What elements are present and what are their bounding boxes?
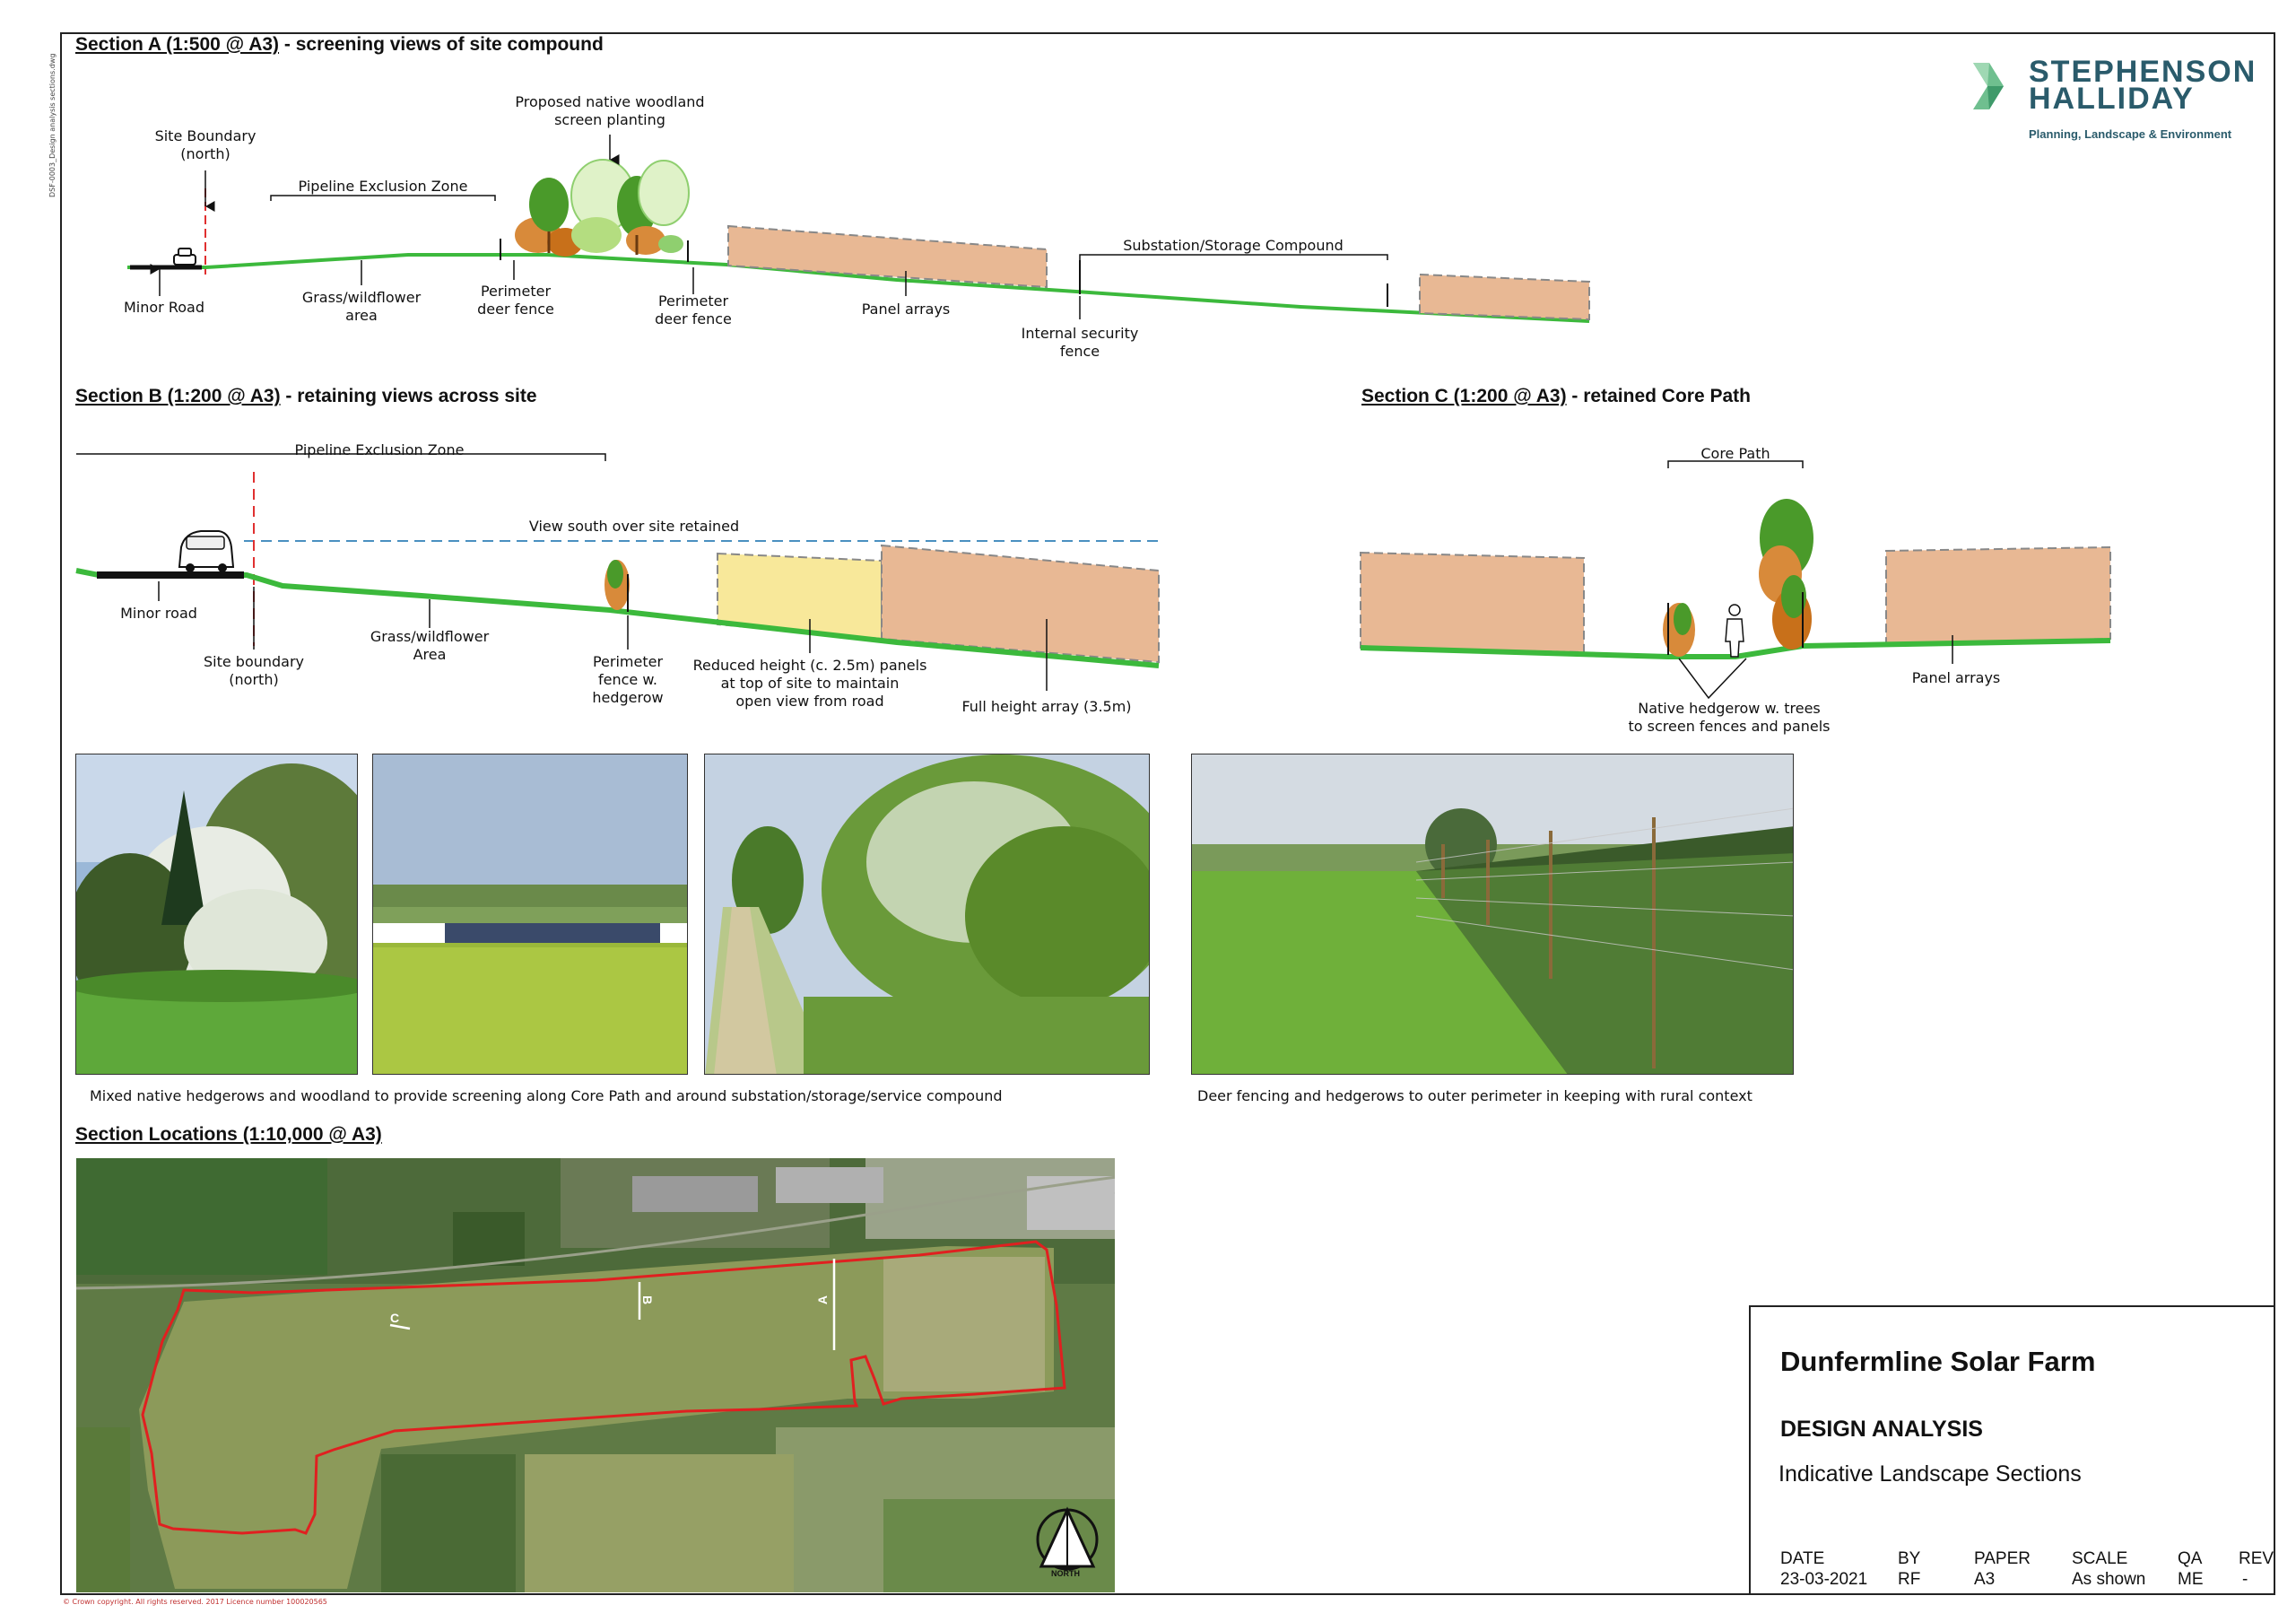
section-a-label-site-boundary: Site Boundary(north) <box>154 127 257 162</box>
section-c-panel-array-1 <box>1360 551 1585 654</box>
section-a-title-desc: - screening views of site compound <box>279 34 604 55</box>
map-section-c-line <box>389 1323 411 1330</box>
logo-tagline: Planning, Landscape & Environment <box>2029 127 2232 141</box>
tb-header-date: DATE <box>1780 1549 1825 1568</box>
section-b-title-desc: - retaining views across site <box>280 386 537 406</box>
title-block <box>1749 1305 2275 1595</box>
map-marker-a: A <box>815 1295 831 1305</box>
site-location-map: A B C NORTH <box>76 1158 1115 1592</box>
drawing-frame <box>60 32 2275 1595</box>
section-b-label-full-height: Full height array (3.5m) <box>961 698 1132 715</box>
tb-value-by: RF <box>1898 1570 1921 1589</box>
tb-header-scale: SCALE <box>2072 1549 2128 1568</box>
copyright-notice: © Crown copyright. All rights reserved. … <box>63 1598 327 1606</box>
section-c-person-icon <box>1725 604 1744 658</box>
section-b-label-minor-road: Minor road <box>120 605 197 622</box>
section-b-hedgerow <box>604 560 630 612</box>
section-a-woodland-planting <box>515 159 690 257</box>
section-b-label-site-boundary: Site boundary(north) <box>203 653 305 688</box>
photo-hedge-solar <box>372 754 688 1075</box>
north-arrow-icon <box>1036 1506 1099 1571</box>
section-a-panel-array-1 <box>727 224 1048 289</box>
site-boundary-outline <box>141 1240 1066 1535</box>
section-a-label-substation: Substation/Storage Compound <box>1123 237 1344 254</box>
tb-header-rev: REV <box>2239 1549 2274 1568</box>
photo-core-path-hedge <box>704 754 1150 1075</box>
tb-value-paper: A3 <box>1974 1570 1996 1589</box>
section-b-title-scale: Section B (1:200 @ A3) <box>75 386 281 406</box>
section-a-label-pipeline-zone: Pipeline Exclusion Zone <box>298 178 468 195</box>
section-locations-title: Section Locations (1:10,000 @ A3) <box>75 1124 382 1145</box>
section-a-label-minor-road: Minor Road <box>124 299 204 316</box>
section-c-panel-array-2 <box>1885 545 2111 646</box>
logo-mark-icon <box>1973 63 2004 109</box>
logo-name-line2: HALLIDAY <box>2029 82 2195 116</box>
section-a-pipeline-bracket <box>270 195 496 201</box>
logo-name-line1: STEPHENSON <box>2029 55 2257 89</box>
section-c-core-path-bracket <box>1667 460 1804 468</box>
section-b-full-panels <box>881 544 1160 664</box>
section-a-drawing <box>127 135 1590 323</box>
photo-deer-fence <box>1191 754 1794 1075</box>
photo-hedgerow-woodland <box>75 754 358 1075</box>
north-label: NORTH <box>1051 1569 1080 1578</box>
section-b-drawing <box>75 453 1160 691</box>
section-a-label-panel-arrays: Panel arrays <box>861 301 951 318</box>
section-a-title: Section A (1:500 @ A3) - screening views… <box>75 34 604 56</box>
section-c-drawing <box>1360 460 2111 700</box>
section-b-label-pipeline-zone: Pipeline Exclusion Zone <box>294 441 465 458</box>
project-title: Dunfermline Solar Farm <box>1780 1346 2096 1377</box>
section-a-substation-bracket <box>1079 254 1388 260</box>
tb-header-qa: QA <box>2178 1549 2203 1568</box>
document-title: Indicative Landscape Sections <box>1779 1461 2082 1487</box>
section-a-title-scale: Section A (1:500 @ A3) <box>75 34 280 55</box>
map-marker-c: C <box>390 1311 400 1325</box>
section-a-ground <box>127 253 1590 323</box>
document-type: DESIGN ANALYSIS <box>1780 1417 1983 1442</box>
section-b-label-view-south: View south over site retained <box>528 518 740 535</box>
tb-header-by: BY <box>1898 1549 1921 1568</box>
section-c-label-panel-arrays: Panel arrays <box>1911 669 2001 686</box>
tb-value-rev: - <box>2242 1570 2248 1589</box>
tb-value-date: 23-03-2021 <box>1780 1570 1868 1589</box>
tb-header-paper: PAPER <box>1974 1549 2031 1568</box>
section-c-title: Section C (1:200 @ A3) - retained Core P… <box>1361 386 1751 407</box>
section-b-title: Section B (1:200 @ A3) - retaining views… <box>75 386 537 407</box>
section-a-panel-array-2 <box>1419 273 1590 321</box>
tb-value-qa: ME <box>2178 1570 2204 1589</box>
map-marker-b: B <box>640 1295 656 1305</box>
tb-value-scale: As shown <box>2072 1570 2146 1589</box>
section-c-title-desc: - retained Core Path <box>1566 386 1751 406</box>
photo-caption-right: Deer fencing and hedgerows to outer peri… <box>1197 1087 1752 1104</box>
section-c-hedgerow-trees <box>1663 499 1813 657</box>
section-a-car-icon <box>173 248 196 266</box>
section-c-label-core-path: Core Path <box>1700 445 1770 462</box>
section-b-car-icon <box>178 530 235 572</box>
section-b-pipeline-bracket <box>76 453 606 461</box>
photo-caption-left: Mixed native hedgerows and woodland to p… <box>90 1087 1003 1104</box>
section-c-title-scale: Section C (1:200 @ A3) <box>1361 386 1567 406</box>
